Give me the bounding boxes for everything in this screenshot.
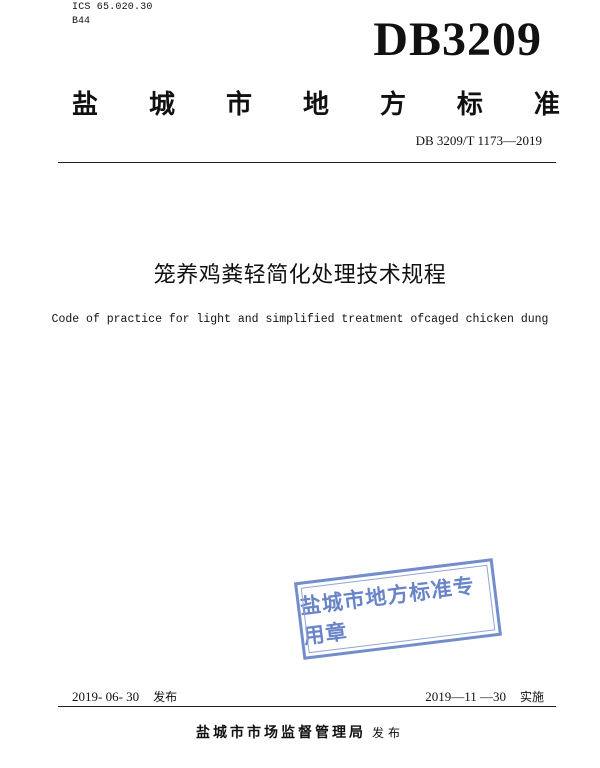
standard-type-char: 方	[379, 90, 406, 120]
classification-code: B44	[72, 16, 91, 27]
issuer-name: 盐城市市场监督管理局	[195, 725, 366, 741]
standard-code-logo: DB3209	[373, 13, 542, 66]
publish-date: 2019- 06- 30	[72, 689, 140, 704]
implement-date-block: 2019—11 —30 实施	[425, 688, 544, 705]
standard-type-char: 准	[533, 90, 560, 120]
document-title-english: Code of practice for light and simplifie…	[51, 313, 549, 326]
issuing-authority: 盐城市市场监督管理局发布	[0, 722, 600, 742]
issuer-suffix: 发布	[371, 726, 404, 740]
publish-label: 发布	[153, 690, 178, 704]
standard-type-char: 地	[302, 90, 329, 120]
standard-number: DB 3209/T 1173—2019	[415, 133, 542, 148]
ics-code: ICS 65.020.30	[72, 2, 153, 13]
standard-type-heading: 盐 城 市 地 方 标 准	[72, 84, 560, 121]
standard-type-char: 城	[148, 90, 175, 120]
implement-label: 实施	[519, 690, 544, 704]
official-seal-text: 盐城市地方标准专用章	[293, 558, 503, 660]
implement-date: 2019—11 —30	[425, 689, 506, 704]
document-title-chinese: 笼养鸡粪轻简化处理技术规程	[153, 263, 447, 288]
standard-type-char: 标	[456, 90, 483, 120]
footer-divider	[58, 706, 556, 707]
publish-date-block: 2019- 06- 30 发布	[72, 688, 177, 705]
standard-type-char: 市	[225, 90, 252, 120]
header-divider	[58, 162, 556, 163]
official-seal: 盐城市地方标准专用章	[293, 558, 503, 660]
standard-type-char: 盐	[72, 90, 99, 120]
